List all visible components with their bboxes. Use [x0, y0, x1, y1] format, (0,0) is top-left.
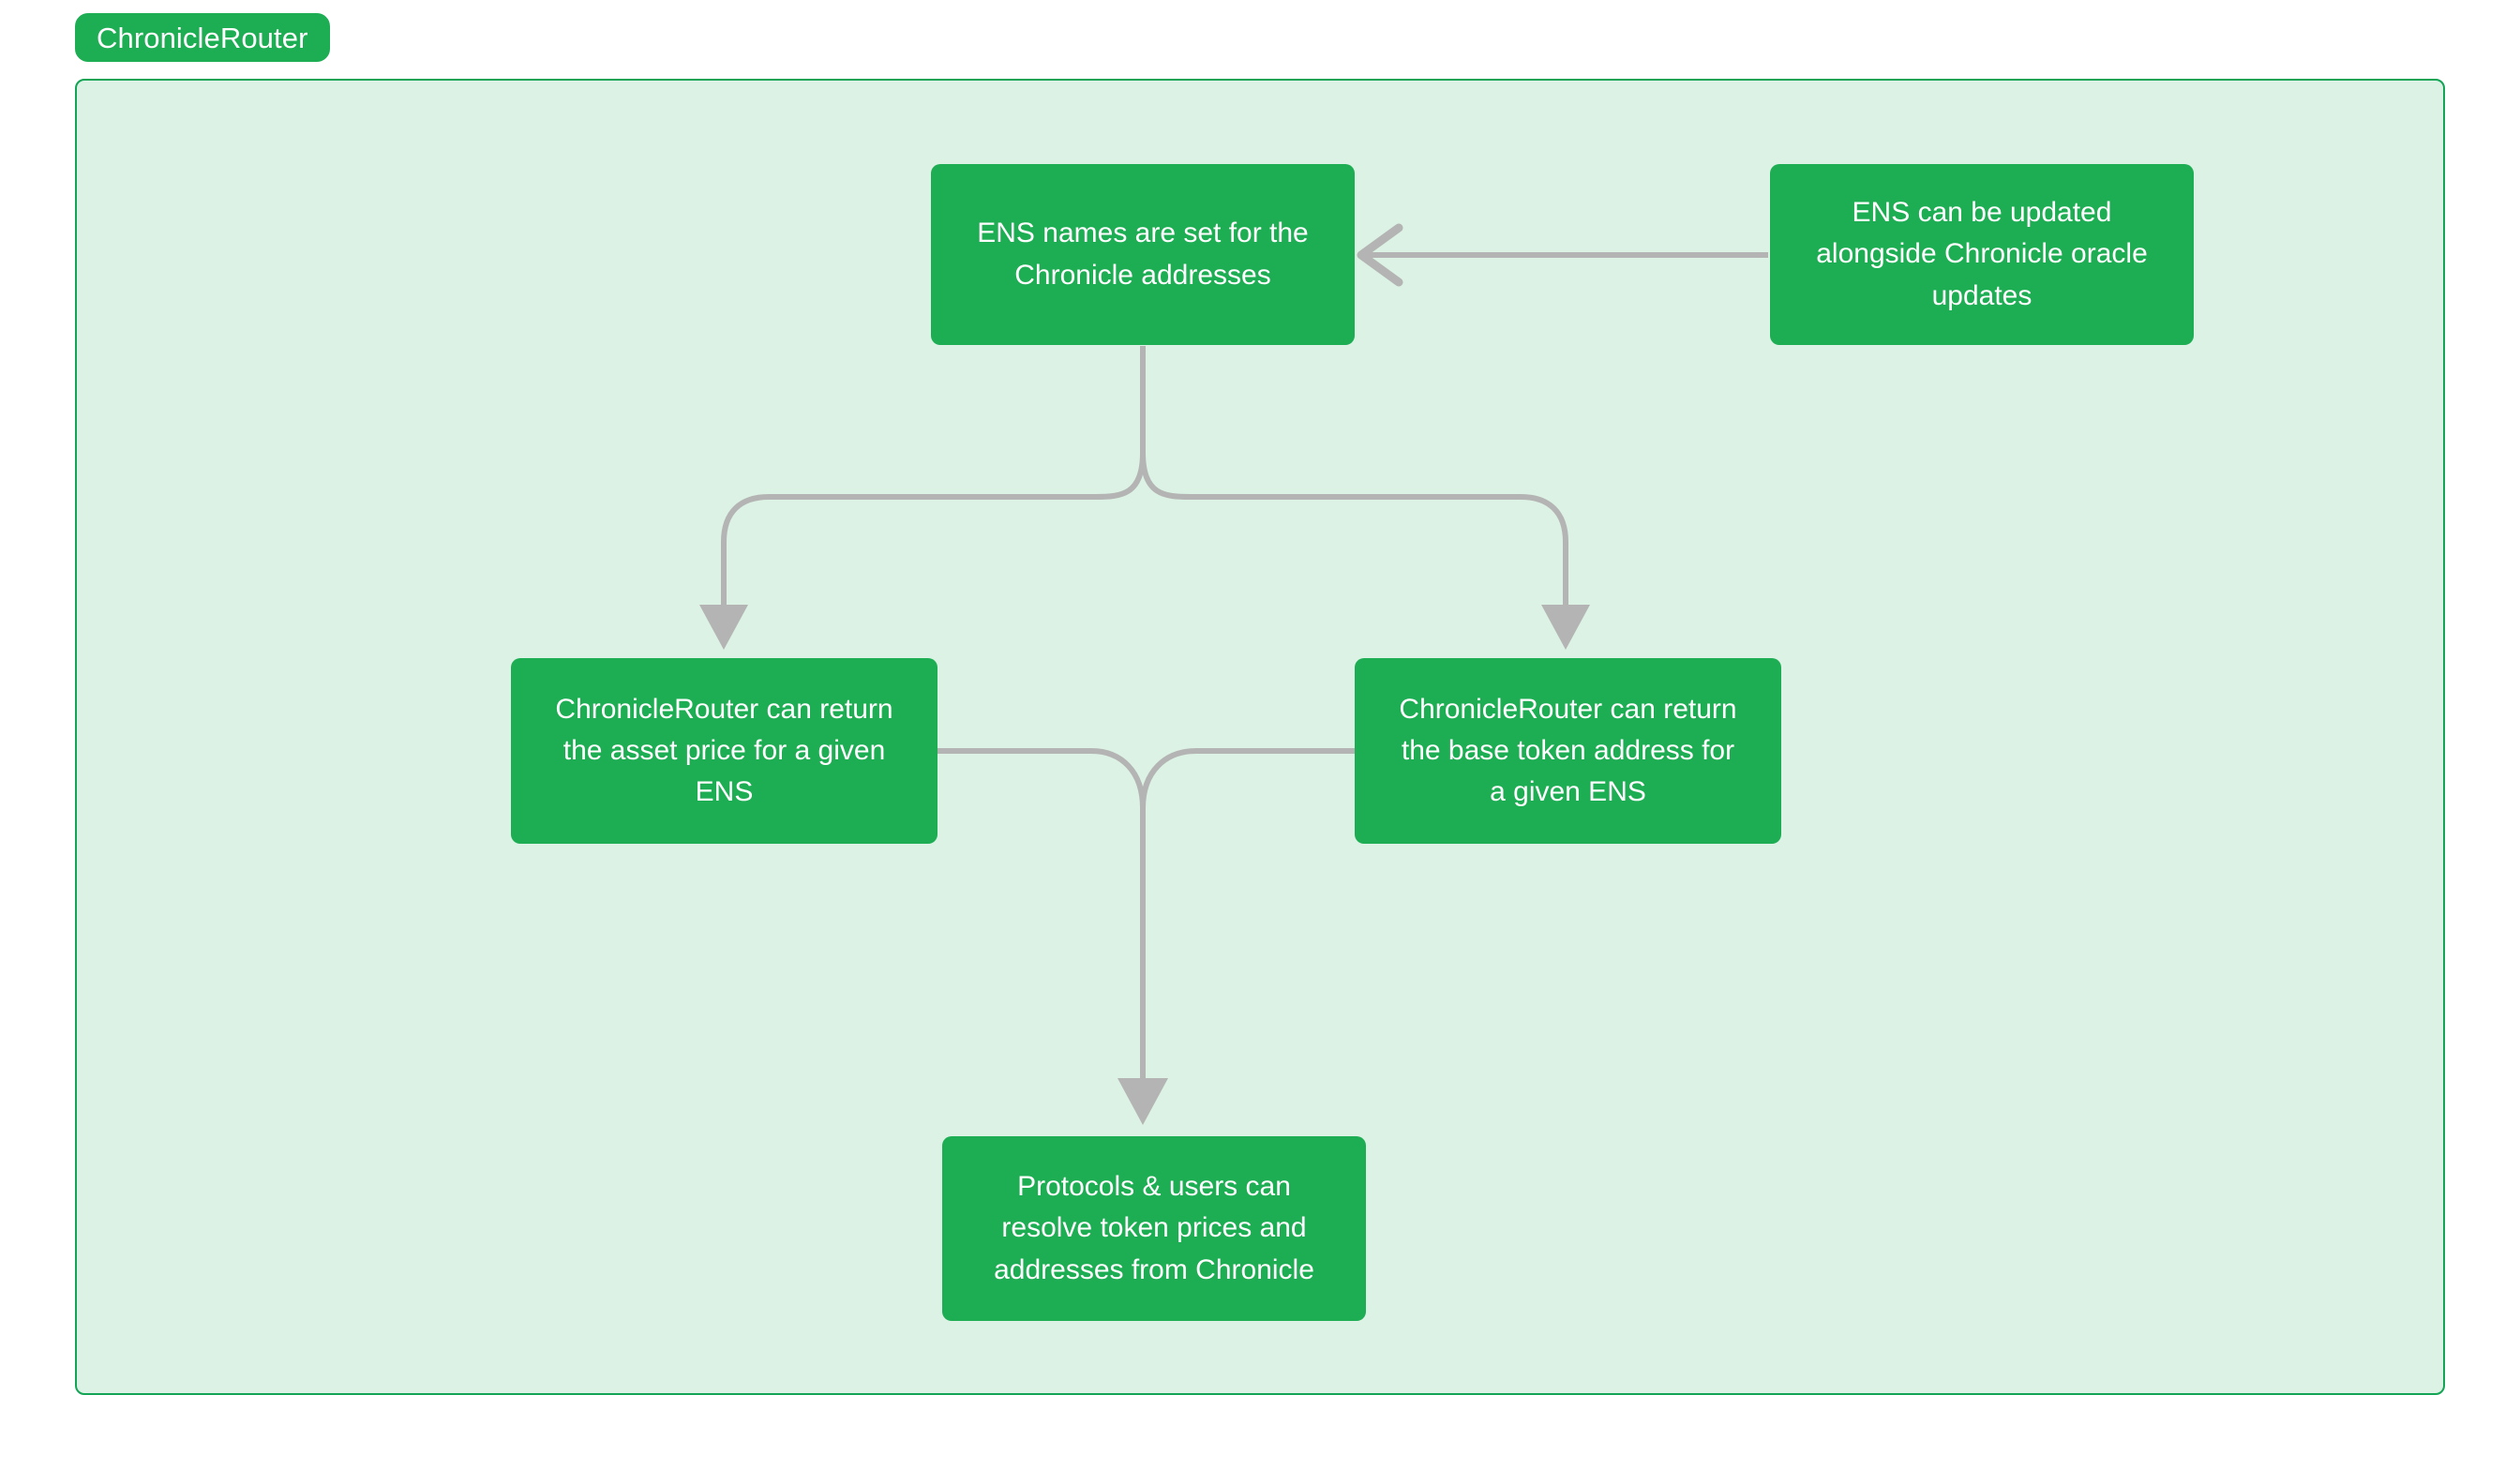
node-protocols-and-users-resolve[interactable]: Protocols & users can resolve token pric… — [942, 1136, 1366, 1321]
subgraph-title-badge[interactable]: ChronicleRouter — [75, 13, 330, 62]
node-router-returns-base-token-address[interactable]: ChronicleRouter can return the base toke… — [1355, 658, 1781, 844]
node-ens-can-be-updated[interactable]: ENS can be updated alongside Chronicle o… — [1770, 164, 2194, 345]
node-ens-names[interactable]: ENS names are set for the Chronicle addr… — [931, 164, 1355, 345]
node-router-returns-asset-price[interactable]: ChronicleRouter can return the asset pri… — [511, 658, 938, 844]
